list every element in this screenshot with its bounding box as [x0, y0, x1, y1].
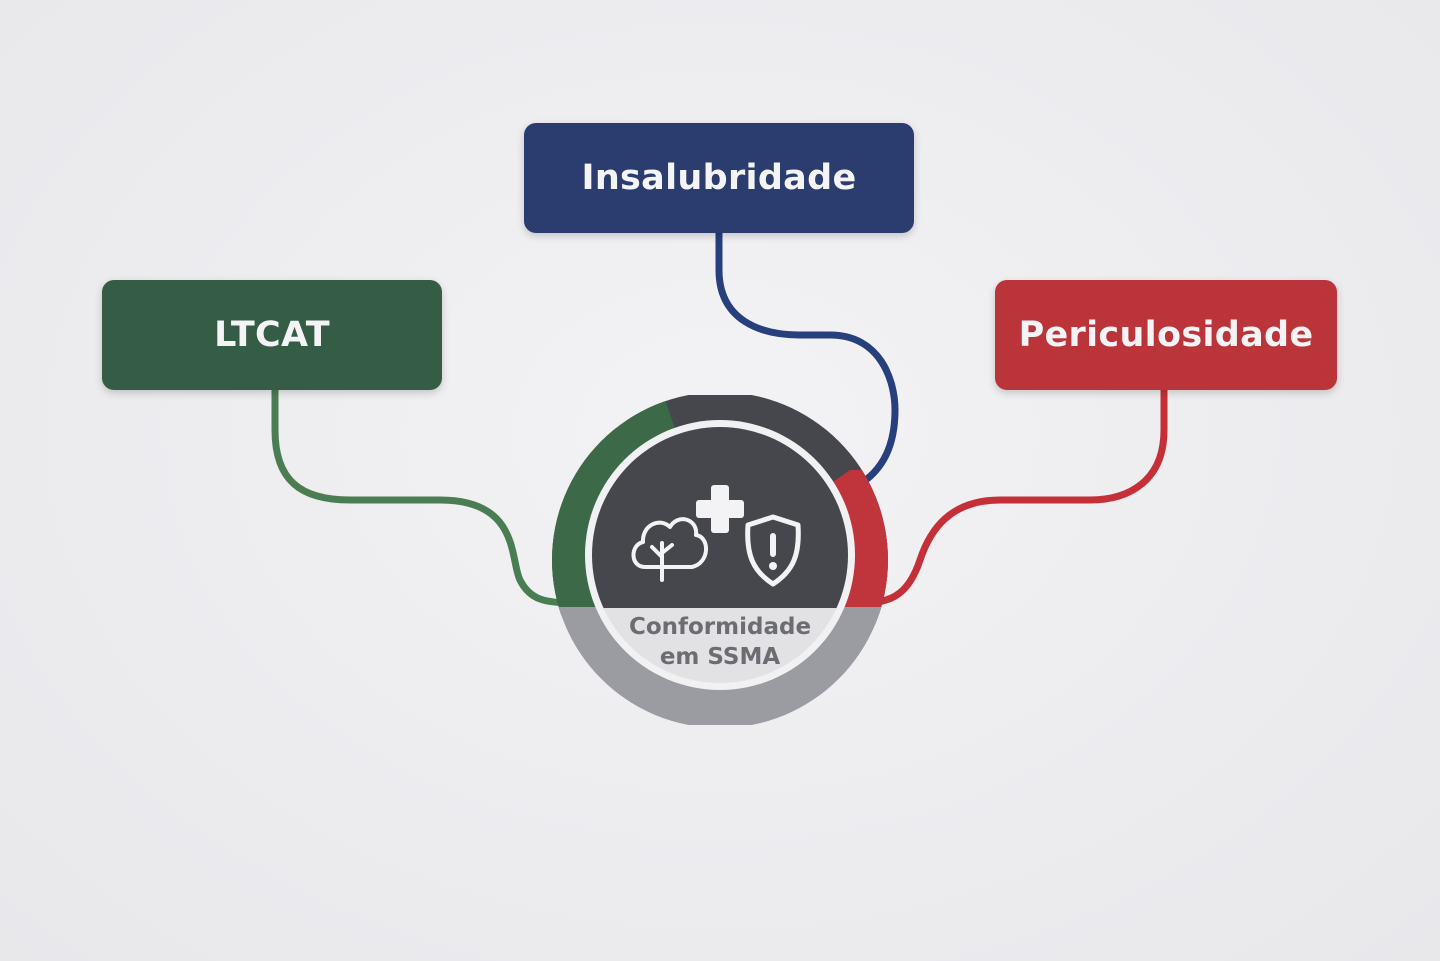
node-insalubridade: Insalubridade [524, 123, 914, 233]
connector-insalubridade [715, 229, 899, 494]
hub-label-line2: em SSMA [659, 644, 781, 670]
connector-periculosidade [861, 386, 1168, 607]
node-periculosidade: Periculosidade [995, 280, 1337, 390]
hub-label: Conformidade em SSMA [580, 612, 860, 672]
hub-badge [552, 395, 888, 725]
shield-alert-icon [745, 514, 801, 587]
hub-label-line1: Conformidade [628, 614, 812, 640]
tree-icon [631, 517, 708, 582]
connector-ltcat [271, 386, 579, 607]
plus-icon [696, 485, 744, 533]
node-ltcat: LTCAT [102, 280, 442, 390]
